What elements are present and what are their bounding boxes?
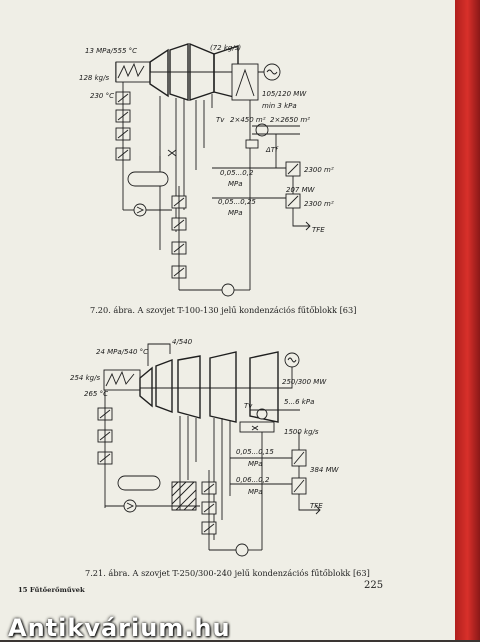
figure-7-20-caption: 7.20. ábra. A szovjet T-100-130 jelű kon… <box>90 305 357 315</box>
f2-flow-right-label: 1500 kg/s <box>284 428 319 436</box>
f1-area1-label: 2×450 m² <box>230 116 266 124</box>
f1-p2-unit: MPa <box>228 209 243 217</box>
figure-7-21-caption: 7.21. ábra. A szovjet T-250/300-240 jelű… <box>85 568 370 578</box>
lp-turbine <box>209 351 237 423</box>
f2-power-label: 250/300 MW <box>282 378 327 386</box>
f1-tv-label: Tv <box>216 116 225 124</box>
f2-steam-label: 24 MPa/540 °C <box>96 348 148 356</box>
condensate-pump-icon <box>235 543 249 557</box>
f2-p1-label: 0,05...0,15 <box>236 448 274 456</box>
deaerator-tank <box>117 475 161 491</box>
ip-turbine <box>169 43 189 101</box>
f2-tv-label: Tv <box>244 402 253 410</box>
f2-flow-left-label: 254 kg/s <box>70 374 100 382</box>
f1-pressure-label: min 3 kPa <box>262 102 297 110</box>
feed-pump-icon <box>133 203 147 217</box>
f2-reheat-label: 4/540 <box>172 338 193 346</box>
f1-dt-label: ΔTf <box>265 146 279 154</box>
f1-p1-label: 0,05...0,2 <box>220 169 254 177</box>
feed-pump-icon <box>123 499 137 513</box>
f1-steam-label: 13 MPa/555 °C <box>85 47 137 55</box>
page-number: 225 <box>364 580 384 591</box>
figure-7-20-schematic: 13 MPa/555 °C (72 kg/s) 128 kg/s 230 °C … <box>79 42 334 297</box>
hp-turbine <box>139 366 153 408</box>
f1-temp-left-label: 230 °C <box>90 92 114 100</box>
ip-turbine <box>155 358 173 414</box>
f1-power-label: 105/120 MW <box>262 90 307 98</box>
f1-tff-label: TFE <box>312 226 325 234</box>
f2-p2-label: 0,06...0,2 <box>236 476 270 484</box>
book-page: 13 MPa/555 °C (72 kg/s) 128 kg/s 230 °C … <box>0 0 455 640</box>
f1-flow-top-label: (72 kg/s) <box>210 44 241 52</box>
f2-temp-left-label: 265 °C <box>84 390 108 398</box>
f1-power2-label: 207 MW <box>286 186 316 194</box>
f1-area2-label: 2×2650 m² <box>270 116 310 124</box>
deaerator-tank <box>127 171 169 187</box>
f2-power2-label: 384 MW <box>310 466 340 474</box>
f2-tff-label: TFE <box>310 502 323 510</box>
f2-p1-unit: MPa <box>248 460 263 468</box>
f2-p2-unit: MPa <box>248 488 263 496</box>
book-spine-edge <box>455 0 480 640</box>
f1-p2-label: 0,05...0,25 <box>218 198 256 206</box>
f2-pressure-label: 5...6 kPa <box>284 398 314 406</box>
f1-area3-label: 2300 m² <box>304 166 334 174</box>
f1-area4-label: 2300 m² <box>304 200 334 208</box>
f1-p1-unit: MPa <box>228 180 243 188</box>
hp-turbine <box>149 48 169 98</box>
figure-7-21-schematic: 24 MPa/540 °C 4/540 254 kg/s 265 °C 250/… <box>70 338 340 557</box>
condensate-pump-icon <box>221 283 235 297</box>
chapter-footer: 15 Fűtőerőművek <box>18 586 85 594</box>
watermark-logo: Antikvárium.hu <box>8 614 231 642</box>
f1-flow-left-label: 128 kg/s <box>79 74 109 82</box>
